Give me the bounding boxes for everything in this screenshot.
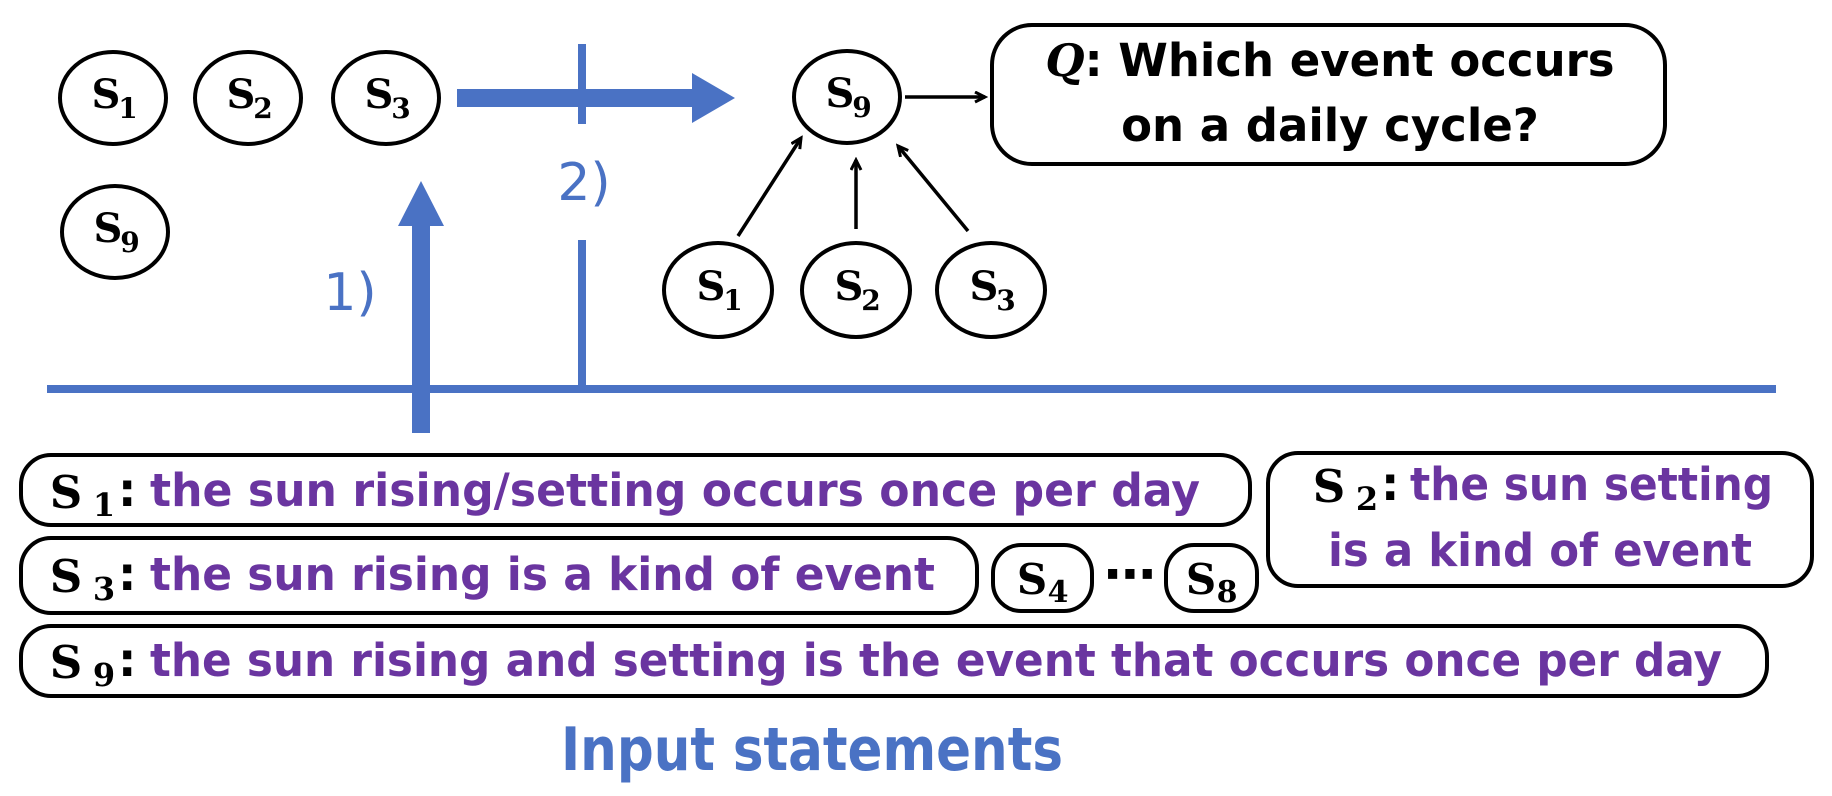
statement-text: the sun rising is a kind of event: [150, 548, 935, 601]
node-s1-tree: S 1: [662, 241, 774, 339]
statement-s1: S 1 : the sun rising/setting occurs once…: [19, 453, 1252, 527]
node-subscript: 1: [723, 284, 742, 317]
statement-text-1: the sun setting: [1410, 458, 1773, 511]
statement-s3: S 3 : the sun rising is a kind of event: [19, 536, 979, 615]
node-label: S: [1017, 555, 1047, 604]
node-s3-top: S 3: [331, 50, 441, 146]
node-s2-top: S 2: [193, 50, 303, 146]
statement-colon: :: [118, 547, 136, 601]
node-s4-box: S 4: [991, 543, 1094, 613]
question-line-1: Q: Which event occurs: [1045, 34, 1614, 87]
edge-s3-s9: [898, 146, 970, 233]
node-s9-top: S 9: [60, 184, 170, 280]
node-label: S: [227, 71, 256, 118]
statement-s2: S 2 : the sun setting is a kind of event: [1266, 451, 1814, 588]
node-subscript: 4: [1048, 575, 1069, 610]
step1-up-arrow: [398, 181, 444, 433]
step1-label: 1): [323, 263, 376, 323]
step2-right-arrow: [457, 73, 735, 123]
node-s3-tree: S 3: [935, 241, 1047, 339]
statement-text-2: is a kind of event: [1328, 524, 1752, 577]
statement-text: the sun rising and setting is the event …: [150, 634, 1722, 687]
node-subscript: 8: [1217, 575, 1238, 610]
node-subscript: 9: [120, 226, 139, 259]
node-s2-tree: S 2: [800, 241, 912, 339]
node-subscript: 3: [996, 284, 1015, 317]
node-s1-top: S 1: [58, 50, 168, 146]
edge-s1-s9: [736, 138, 801, 237]
statement-label: S: [50, 636, 83, 689]
question-box: Q: Which event occurs on a daily cycle?: [990, 23, 1667, 166]
statement-label: S: [50, 466, 83, 519]
node-subscript: 2: [253, 92, 272, 125]
node-subscript: 1: [118, 92, 137, 125]
ellipsis: ⋯: [1104, 545, 1156, 605]
node-subscript: 9: [852, 91, 871, 124]
statement-colon: :: [118, 633, 136, 687]
question-symbol: Q: [1045, 34, 1084, 87]
node-label: S: [697, 263, 726, 310]
question-line-2: on a daily cycle?: [1121, 99, 1539, 152]
step2-label: 2): [557, 153, 610, 213]
node-label: S: [365, 71, 394, 118]
node-label: S: [826, 70, 855, 117]
node-subscript: 2: [861, 284, 880, 317]
question-text-1: : Which event occurs: [1085, 34, 1615, 87]
statement-colon: :: [118, 463, 136, 517]
input-statements-label: Input statements: [561, 715, 1063, 785]
statement-label-sub: 3: [93, 570, 115, 608]
statement-label: S: [50, 550, 83, 603]
statement-label-sub: 9: [93, 656, 115, 694]
node-s8-box: S 8: [1164, 543, 1259, 613]
statement-colon: :: [1381, 457, 1399, 511]
node-label: S: [92, 71, 121, 118]
statement-label: S: [1313, 460, 1346, 513]
statement-text: the sun rising/setting occurs once per d…: [150, 464, 1200, 517]
node-subscript: 3: [391, 92, 410, 125]
node-label: S: [94, 205, 123, 252]
node-label: S: [835, 263, 864, 310]
node-label: S: [1186, 555, 1216, 604]
statement-s9: S 9 : the sun rising and setting is the …: [19, 624, 1769, 698]
statement-label-sub: 1: [93, 486, 115, 524]
node-s9-tree: S 9: [792, 49, 902, 145]
statement-label-sub: 2: [1356, 480, 1378, 518]
node-label: S: [970, 263, 999, 310]
